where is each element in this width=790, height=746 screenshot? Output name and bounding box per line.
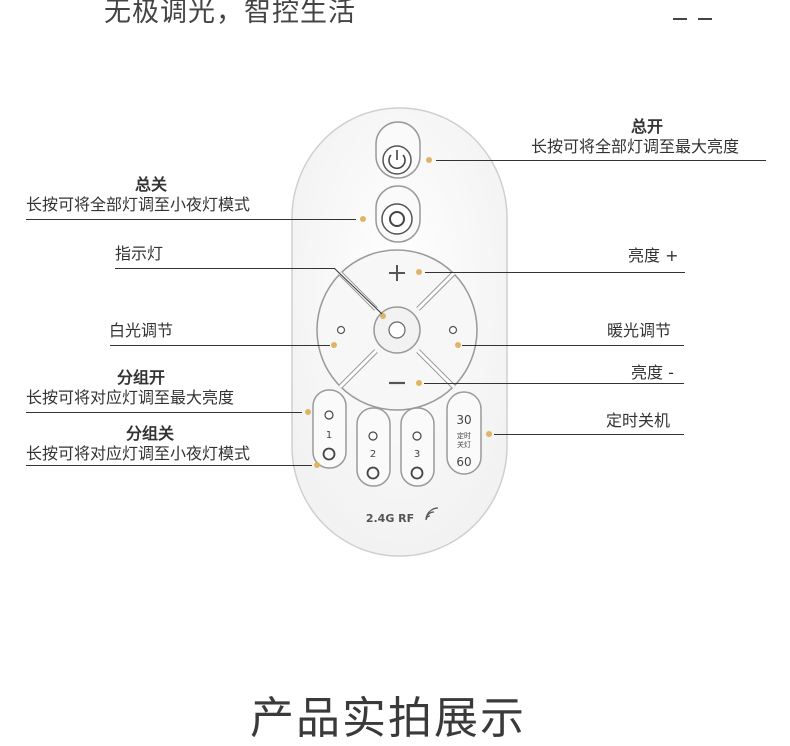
label-brightness-up: 亮度 + bbox=[628, 246, 679, 265]
svg-text:2: 2 bbox=[370, 449, 376, 460]
callout-line-indicator-diag bbox=[333, 267, 383, 315]
callout-line-group-on bbox=[26, 412, 302, 413]
callout-dot-power-off bbox=[360, 216, 366, 222]
group-2-button[interactable]: 2 bbox=[356, 407, 391, 487]
callout-line-warm bbox=[462, 345, 684, 346]
svg-text:关灯: 关灯 bbox=[457, 440, 471, 449]
label-group-off-desc: 长按可将对应灯调至小夜灯模式 bbox=[26, 444, 251, 463]
label-group-on-title: 分组开 bbox=[117, 368, 166, 387]
svg-text:60: 60 bbox=[456, 455, 471, 469]
ring-icon bbox=[389, 211, 405, 227]
label-group-off-title: 分组关 bbox=[126, 424, 175, 443]
ring-icon bbox=[322, 447, 336, 461]
callout-line-power-off bbox=[26, 219, 356, 220]
callout-dot-white bbox=[331, 342, 337, 348]
label-power-on-desc: 长按可将全部灯调至最大亮度 bbox=[531, 137, 740, 156]
callout-line-power-on bbox=[436, 160, 766, 161]
section-heading-photos: 产品实拍展示 bbox=[250, 693, 526, 744]
callout-dot-brightness-down bbox=[416, 380, 422, 386]
remote-control-image: 1 2 3 30 定时 关灯 60 2.4G RF bbox=[291, 107, 508, 557]
power-on-button[interactable] bbox=[375, 121, 421, 179]
callout-dot-group-off bbox=[314, 462, 320, 468]
callout-line-group-off bbox=[26, 465, 312, 466]
sun-icon bbox=[368, 431, 378, 441]
label-power-off-desc: 长按可将全部灯调至小夜灯模式 bbox=[26, 195, 251, 214]
label-indicator: 指示灯 bbox=[115, 244, 164, 263]
indicator-light bbox=[388, 321, 406, 339]
timer-button[interactable]: 30 定时 关灯 60 bbox=[446, 391, 482, 475]
label-warm-adjust: 暖光调节 bbox=[607, 321, 672, 340]
callout-dot-group-on bbox=[305, 409, 311, 415]
callout-dot-timer bbox=[486, 431, 492, 437]
callout-line-indicator bbox=[115, 268, 335, 269]
sun-icon bbox=[324, 410, 334, 420]
svg-text:定时: 定时 bbox=[457, 431, 471, 440]
svg-text:1: 1 bbox=[326, 430, 332, 441]
plus-icon bbox=[389, 265, 405, 281]
label-timer: 定时关机 bbox=[606, 411, 671, 430]
sun-icon bbox=[412, 431, 422, 441]
callout-dot-warm bbox=[455, 342, 461, 348]
callout-dot-power-on bbox=[426, 157, 432, 163]
label-power-on-title: 总开 bbox=[631, 117, 664, 136]
callout-dot-brightness-up bbox=[416, 269, 422, 275]
ring-icon bbox=[410, 466, 424, 480]
brand-text: 2.4G RF bbox=[366, 512, 414, 525]
page-heading: 无极调光，智控生活 bbox=[104, 0, 356, 28]
power-off-button[interactable] bbox=[375, 185, 421, 243]
ring-icon bbox=[366, 466, 380, 480]
label-group-on-desc: 长按可将对应灯调至最大亮度 bbox=[26, 388, 235, 407]
group-3-button[interactable]: 3 bbox=[400, 407, 435, 487]
group-1-button[interactable]: 1 bbox=[312, 389, 347, 469]
label-power-off-title: 总关 bbox=[135, 175, 168, 194]
callout-dot-indicator bbox=[380, 313, 386, 319]
callout-line-brightness-up bbox=[425, 272, 685, 273]
warm-light-icon bbox=[448, 325, 458, 335]
white-light-icon bbox=[336, 325, 346, 335]
label-brightness-down: 亮度 - bbox=[631, 363, 674, 382]
wifi-icon bbox=[425, 507, 439, 521]
callout-line-brightness-down bbox=[424, 383, 684, 384]
heading-dash-right bbox=[698, 18, 712, 20]
heading-dash-left bbox=[673, 18, 687, 20]
svg-text:30: 30 bbox=[456, 413, 471, 427]
callout-line-white bbox=[110, 345, 330, 346]
power-icon bbox=[388, 154, 406, 170]
label-white-adjust: 白光调节 bbox=[109, 321, 174, 340]
svg-text:3: 3 bbox=[414, 449, 420, 460]
callout-line-timer bbox=[494, 434, 684, 435]
